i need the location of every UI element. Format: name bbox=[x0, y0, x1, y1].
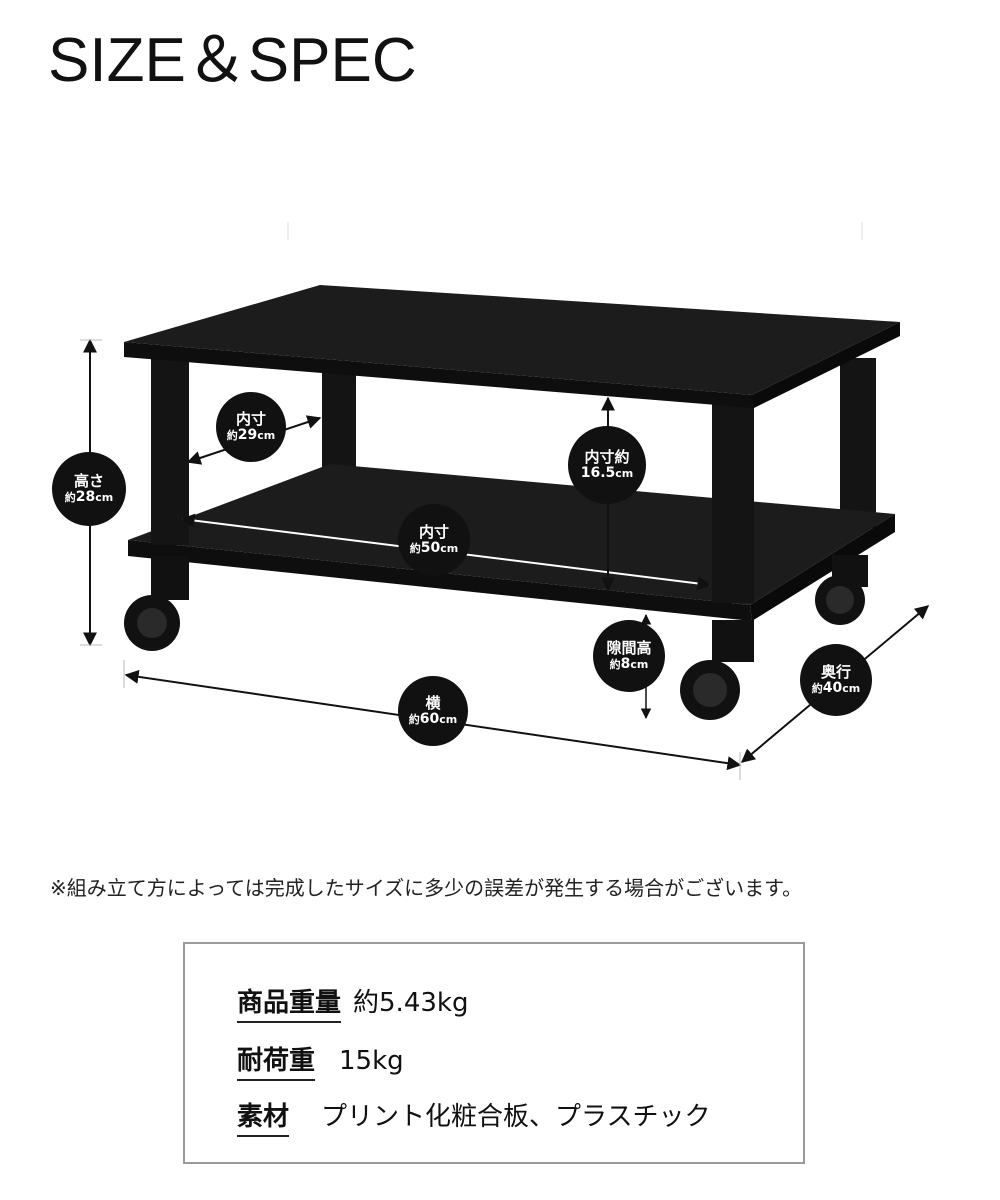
spec-box: 商品重量 約5.43kg 耐荷重 15kg 素材 プリント化粧合板、プラスチック bbox=[183, 942, 805, 1164]
clearance-label: 隙間高 約8cm bbox=[593, 620, 665, 692]
front-leg-left bbox=[151, 355, 189, 600]
height-label: 高さ 約28cm bbox=[52, 452, 126, 526]
spec-key: 耐荷重 bbox=[237, 1040, 316, 1081]
caster-front-left bbox=[124, 595, 180, 651]
bottom-shelf bbox=[128, 464, 895, 621]
product-diagram bbox=[80, 222, 930, 780]
back-leg-right bbox=[840, 358, 876, 528]
front-leg-right bbox=[712, 395, 754, 662]
inner-height-label: 内寸約 16.5cm bbox=[568, 426, 646, 504]
page-title: SIZE＆SPEC bbox=[48, 26, 417, 95]
spec-value: プリント化粧合板、プラスチック bbox=[321, 1102, 711, 1132]
inner-width-label: 内寸 約50cm bbox=[398, 504, 470, 576]
spec-row-material: 素材 プリント化粧合板、プラスチック bbox=[237, 1096, 711, 1137]
back-leg-left bbox=[322, 370, 356, 474]
spec-value: 約5.43kg bbox=[353, 988, 469, 1018]
spec-row-load: 耐荷重 15kg bbox=[237, 1040, 404, 1081]
spec-value: 15kg bbox=[339, 1046, 404, 1076]
spec-row-weight: 商品重量 約5.43kg bbox=[237, 982, 468, 1023]
spec-key: 商品重量 bbox=[237, 982, 342, 1023]
size-disclaimer-note: ※組み立て方によっては完成したサイズに多少の誤差が発生する場合がございます。 bbox=[50, 876, 803, 900]
inner-depth-label: 内寸 約29cm bbox=[216, 392, 286, 462]
top-shelf bbox=[124, 285, 900, 408]
width-label: 横 約60cm bbox=[398, 676, 468, 746]
depth-label: 奥行 約40cm bbox=[800, 644, 872, 716]
spec-key: 素材 bbox=[237, 1096, 290, 1137]
caster-front-right bbox=[680, 660, 740, 720]
